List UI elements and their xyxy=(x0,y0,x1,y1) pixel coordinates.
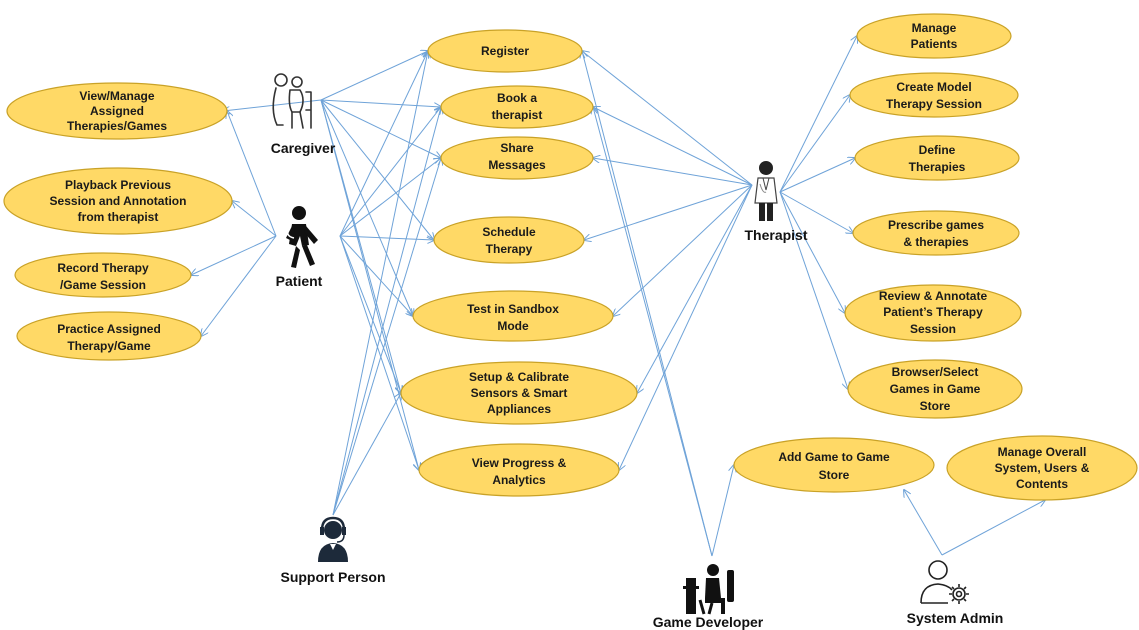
association-arrow xyxy=(904,490,943,556)
association-arrow xyxy=(339,51,428,237)
association-arrow xyxy=(332,51,428,516)
svg-text:Prescribe games& therapies: Prescribe games& therapies xyxy=(888,218,984,249)
association-arrow xyxy=(339,158,441,237)
association-arrow xyxy=(637,184,753,393)
use-case-register[interactable]: Register xyxy=(427,29,583,73)
caregiver-icon xyxy=(272,73,312,129)
headset-agent-icon xyxy=(318,516,348,562)
association-arrow xyxy=(320,99,441,158)
patient-icon xyxy=(286,206,318,268)
actor-support-person[interactable]: Support Person xyxy=(280,516,386,585)
association-arrow xyxy=(584,184,753,240)
association-arrow xyxy=(582,51,713,557)
svg-text:View Progress &Analytics: View Progress &Analytics xyxy=(472,456,567,487)
association-arrow xyxy=(711,465,734,557)
use-case-record[interactable]: Record Therapy/Game Session xyxy=(14,252,192,298)
association-arrow xyxy=(232,201,277,237)
association-arrow xyxy=(582,51,753,186)
association-arrow xyxy=(593,107,753,186)
association-arrow xyxy=(191,235,277,275)
association-arrow xyxy=(941,500,1045,556)
svg-text:Caregiver: Caregiver xyxy=(271,140,336,156)
association-lines xyxy=(191,36,1045,557)
association-arrow xyxy=(779,36,857,193)
association-arrow xyxy=(593,107,713,557)
association-arrow xyxy=(613,184,753,316)
association-arrow xyxy=(593,158,753,186)
association-arrow xyxy=(320,51,428,101)
doctor-icon xyxy=(754,161,778,221)
association-arrow xyxy=(339,235,413,316)
use-case-progress[interactable]: View Progress &Analytics xyxy=(418,443,620,497)
svg-text:Support Person: Support Person xyxy=(280,569,385,585)
actor-therapist[interactable]: Therapist xyxy=(744,161,808,243)
association-arrow xyxy=(332,393,401,516)
association-arrow xyxy=(619,184,753,470)
association-arrow xyxy=(779,158,855,193)
association-arrow xyxy=(320,99,413,316)
developer-at-desk-icon xyxy=(683,564,734,615)
association-arrow xyxy=(320,99,441,107)
use-case-prescribe[interactable]: Prescribe games& therapies xyxy=(852,210,1020,256)
actor-system-admin[interactable]: System Admin xyxy=(907,560,1004,626)
association-arrow xyxy=(339,235,419,470)
association-arrow xyxy=(339,235,401,393)
association-arrow xyxy=(201,235,277,336)
actor-patient[interactable]: Patient xyxy=(276,206,323,289)
association-arrow xyxy=(339,235,434,240)
actor-game-developer[interactable]: Game Developer xyxy=(653,564,764,630)
association-arrow xyxy=(779,191,853,233)
svg-text:System Admin: System Admin xyxy=(907,610,1004,626)
association-arrow xyxy=(339,107,441,237)
svg-text:Register: Register xyxy=(481,44,529,58)
admin-gear-icon xyxy=(920,560,969,604)
association-arrow xyxy=(779,191,845,313)
association-arrow xyxy=(332,107,441,516)
association-arrow xyxy=(779,95,850,193)
association-arrow xyxy=(223,99,322,111)
svg-text:Game Developer: Game Developer xyxy=(653,614,764,630)
svg-text:Therapist: Therapist xyxy=(744,227,807,243)
association-arrow xyxy=(320,99,434,240)
association-arrow xyxy=(320,99,419,470)
association-arrow xyxy=(332,158,441,516)
actor-caregiver[interactable]: Caregiver xyxy=(271,73,336,156)
association-arrow xyxy=(779,191,848,389)
svg-text:Patient: Patient xyxy=(276,273,323,289)
association-arrow xyxy=(227,111,277,237)
svg-text:Record Therapy/Game Session: Record Therapy/Game Session xyxy=(57,261,149,292)
